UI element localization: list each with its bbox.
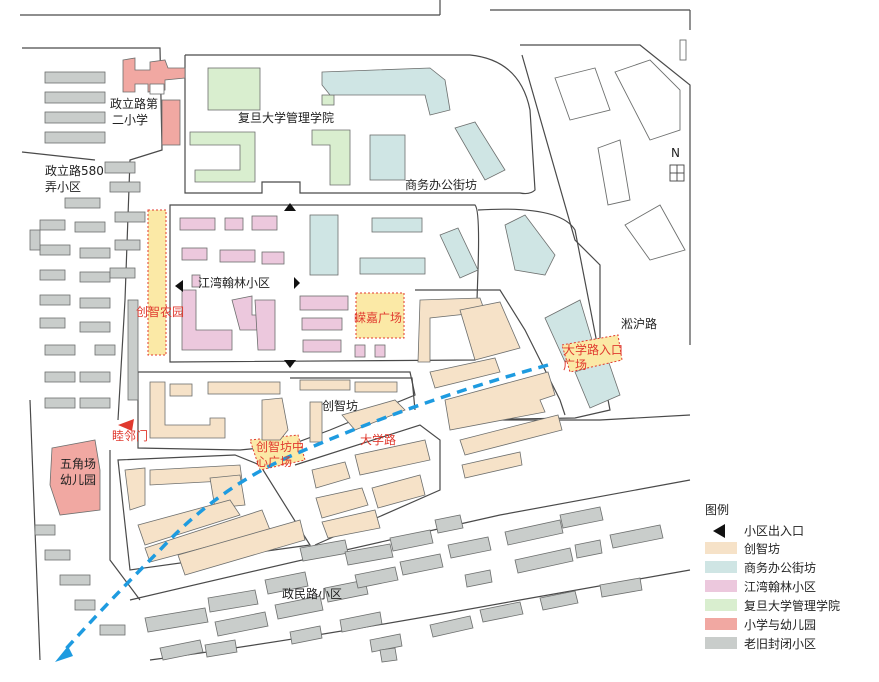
legend-swatch-fudan xyxy=(705,599,737,611)
fudan-management-school xyxy=(189,67,351,186)
label-fudan: 复旦大学管理学院 xyxy=(238,110,334,125)
outline-blocks-east xyxy=(554,39,687,261)
legend-label-fudan: 复旦大学管理学院 xyxy=(744,598,840,613)
label-mulinmen: 睦邻门 xyxy=(112,428,148,443)
label-daxuelu-plaza-1: 大学路入口 xyxy=(563,342,623,357)
legend-label-czf: 创智坊 xyxy=(744,541,780,556)
mulinmen-arrow-icon xyxy=(118,419,134,431)
legend-swatch-school xyxy=(705,618,737,630)
entrance-arrow-icon xyxy=(713,524,725,538)
label-zhengli-school-1: 政立路第 xyxy=(110,96,158,111)
old-residential-zhengmin xyxy=(144,506,664,663)
label-zhengli-school-2: 二小学 xyxy=(112,112,148,127)
plaza-chuangzhi-nongyuan xyxy=(147,209,167,356)
legend: 图例 小区出入口 创智坊 商务办公街坊 江湾翰林小区 复旦大学管理学院 小学与幼… xyxy=(705,503,840,651)
community-entrances xyxy=(175,203,300,368)
entrance-arrow-icon xyxy=(294,277,300,289)
north-arrow: N xyxy=(669,146,685,182)
legend-label-biz: 商务办公街坊 xyxy=(744,560,816,575)
north-label: N xyxy=(671,146,680,160)
daxue-road-route xyxy=(63,363,549,652)
label-czf-center-1: 创智坊中 xyxy=(256,439,304,454)
label-chuangzhi-nongyuan: 创智农园 xyxy=(136,304,184,319)
label-zhengmin: 政民路小区 xyxy=(282,586,342,601)
entrance-arrow-icon xyxy=(284,203,296,211)
legend-swatch-old xyxy=(705,637,737,649)
legend-title: 图例 xyxy=(705,503,729,517)
label-czf-center-2: 心广场 xyxy=(256,455,292,469)
legend-label-school: 小学与幼儿园 xyxy=(744,617,816,632)
label-kindergarten-2: 幼儿园 xyxy=(60,473,96,487)
legend-swatch-biz xyxy=(705,561,737,573)
label-rongjia-plaza: 嵘嘉广场 xyxy=(354,311,402,325)
legend-label-old: 老旧封闭小区 xyxy=(744,637,816,651)
plaza-rongjia xyxy=(355,292,405,339)
label-business-street: 商务办公街坊 xyxy=(405,177,477,192)
label-zhengli580-2: 弄小区 xyxy=(45,180,81,194)
legend-label-jw: 江湾翰林小区 xyxy=(744,579,816,594)
old-residential-zhengli580 xyxy=(29,71,146,636)
label-jiangwan-hanlin: 江湾翰林小区 xyxy=(198,275,270,290)
legend-swatch-czf xyxy=(705,542,737,554)
entrance-arrow-icon xyxy=(284,360,296,368)
school-zhengli xyxy=(122,57,186,146)
entrance-arrow-icon xyxy=(175,280,183,292)
label-songhu-road: 淞沪路 xyxy=(621,316,657,331)
kindergarten-wujiaochang xyxy=(49,439,101,516)
label-kindergarten-1: 五角场 xyxy=(60,457,96,471)
route-arrow-icon xyxy=(55,646,73,662)
label-zhengli580-1: 政立路580 xyxy=(45,163,104,178)
label-daxuelu-plaza-2: 广场 xyxy=(563,358,587,372)
legend-swatch-jw xyxy=(705,580,737,592)
label-daxue-road: 大学路 xyxy=(360,432,396,447)
label-chuangzhifang: 创智坊 xyxy=(322,398,358,413)
legend-label-entrance: 小区出入口 xyxy=(744,524,804,538)
plaza-daxuelu-entrance xyxy=(561,334,623,373)
jiangwan-hanlin-community xyxy=(179,215,386,358)
